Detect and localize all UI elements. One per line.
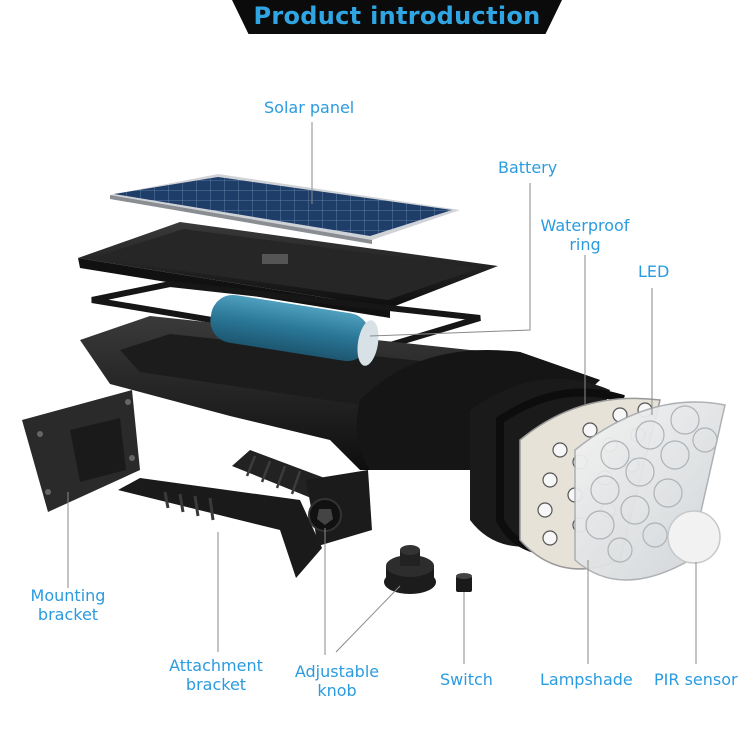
label-pir-sensor: PIR sensor: [654, 670, 738, 689]
label-mounting-bracket: Mounting bracket: [30, 586, 106, 624]
ribbed-connector: [232, 450, 330, 500]
label-attachment-bracket: Attachment bracket: [169, 656, 263, 694]
label-solar-panel: Solar panel: [264, 98, 355, 117]
label-adjustable-knob: Adjustable knob: [294, 662, 380, 700]
label-waterproof-ring: Waterproof ring: [540, 216, 630, 254]
page-title: Product introduction: [253, 2, 541, 30]
solar-panel: [110, 174, 460, 244]
mounting-bracket: [22, 390, 140, 512]
label-led: LED: [638, 262, 670, 281]
top-cover: [78, 222, 498, 318]
pivot-joint: [306, 470, 372, 546]
label-lampshade: Lampshade: [540, 670, 633, 689]
label-switch: Switch: [440, 670, 493, 689]
switch-part: [456, 573, 472, 592]
label-battery: Battery: [498, 158, 558, 177]
title-banner: Product introduction: [232, 0, 562, 34]
pir-sensor-dome: [667, 510, 721, 564]
attachment-bracket: [118, 478, 322, 578]
battery: [210, 294, 379, 366]
adjustable-knob: [384, 545, 436, 594]
leader-lines: [67, 122, 697, 664]
